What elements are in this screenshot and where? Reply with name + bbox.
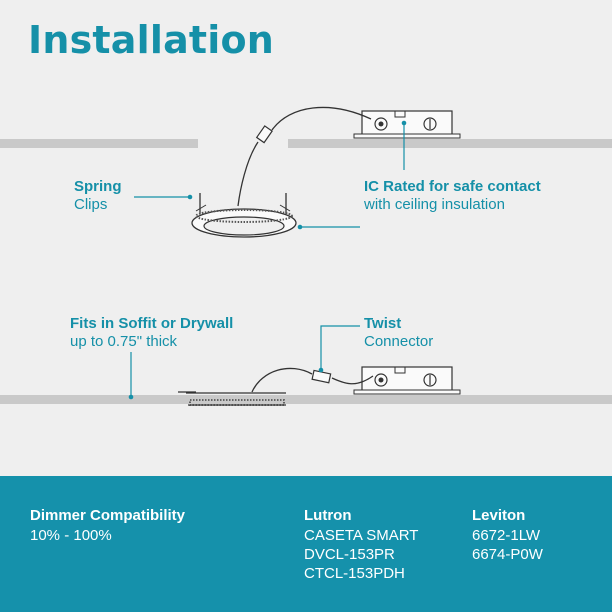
callout-twist: Twist Connector: [364, 315, 433, 351]
junction-box-icon: [353, 366, 461, 395]
leviton-column: Leviton 6672-1LW 6674-P0W: [472, 506, 543, 564]
lutron-title: Lutron: [304, 507, 352, 524]
lutron-model: CASETA SMART: [304, 527, 419, 544]
leviton-model: 6674-P0W: [472, 546, 543, 563]
callout-ic-sub: with ceiling insulation: [364, 196, 505, 213]
ceiling-board-left: [0, 139, 198, 148]
callout-ic-rated: IC Rated for safe contact with ceiling i…: [364, 178, 541, 214]
callout-spring-title: Spring: [74, 178, 122, 195]
wire-bottom-left: [251, 367, 313, 393]
installation-diagram: [0, 106, 612, 406]
light-fixture-icon: [191, 193, 297, 238]
dimmer-column: Dimmer Compatibility 10% - 100%: [30, 506, 185, 545]
twist-connector-icon: [311, 369, 332, 384]
wire-lower: [237, 141, 259, 207]
callout-twist-title: Twist: [364, 315, 402, 332]
callout-fits: Fits in Soffit or Drywall up to 0.75" th…: [70, 315, 233, 351]
callout-spring-sub: Clips: [74, 196, 108, 213]
dimmer-title: Dimmer Compatibility: [30, 507, 186, 524]
lutron-column: Lutron CASETA SMART DVCL-153PR CTCL-153P…: [304, 506, 418, 583]
twist-connector-icon: [255, 125, 273, 144]
leviton-title: Leviton: [472, 507, 526, 524]
page-title: Installation: [28, 18, 275, 62]
callout-fits-sub: up to 0.75" thick: [70, 333, 178, 350]
dimmer-range: 10% - 100%: [30, 527, 112, 544]
lutron-model: CTCL-153PDH: [304, 565, 405, 582]
lutron-model: DVCL-153PR: [304, 546, 395, 563]
wire-upper: [271, 106, 372, 131]
callout-twist-sub: Connector: [364, 333, 434, 350]
compatibility-band: Dimmer Compatibility 10% - 100% Lutron C…: [0, 476, 612, 612]
leviton-model: 6672-1LW: [472, 527, 541, 544]
light-fixture-icon: [178, 391, 286, 406]
ceiling-board-bottom: [0, 395, 612, 404]
wire-bottom-right: [331, 375, 374, 385]
junction-box-icon: [353, 110, 461, 139]
leader-twist: [320, 325, 360, 370]
callout-ic-title: IC Rated for safe contact: [364, 178, 541, 195]
ceiling-board-right: [288, 139, 612, 148]
callout-fits-title: Fits in Soffit or Drywall: [70, 315, 234, 332]
callout-spring-clips: Spring Clips: [74, 178, 122, 214]
